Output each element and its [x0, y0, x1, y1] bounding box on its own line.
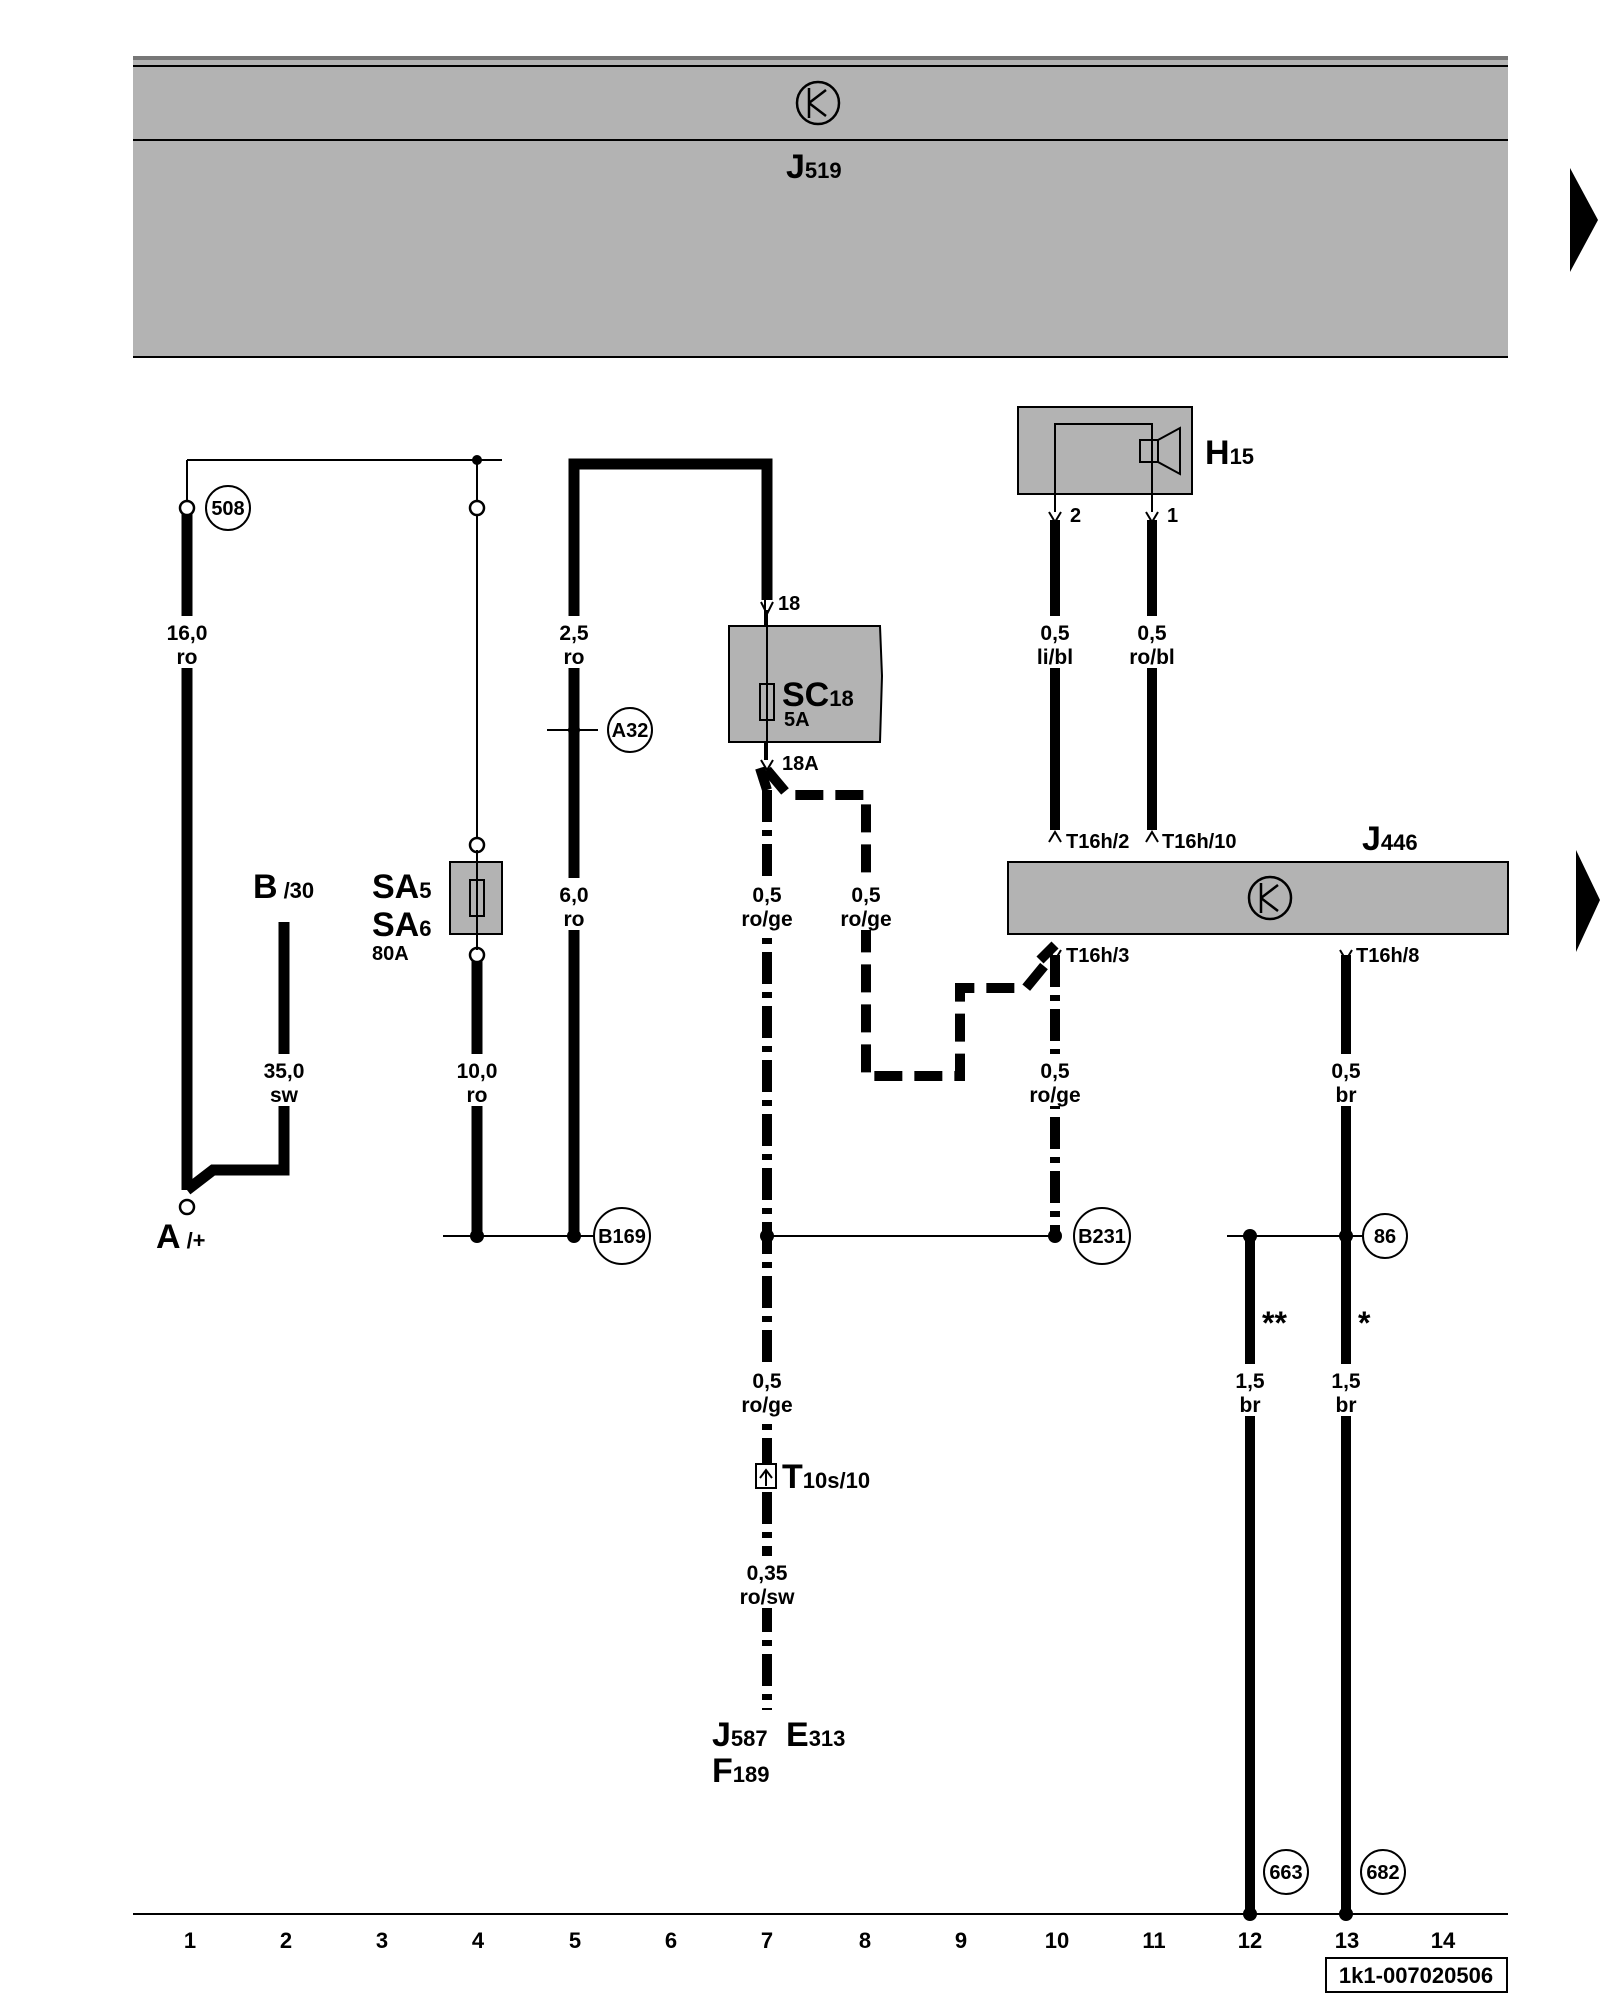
marker-double-star: ** — [1262, 1305, 1287, 1341]
j446-pin: T16h/8 — [1356, 945, 1419, 967]
sc18-fuse-box[interactable]: SC18 5A 18 18A — [728, 593, 884, 775]
wire-size: 0,5 — [1331, 1060, 1361, 1083]
j446-label: J446 — [1362, 820, 1418, 858]
target-f189: F189 — [712, 1752, 770, 1790]
sc18-pin-in: 18 — [778, 593, 800, 615]
wire-color: ro — [564, 908, 585, 931]
column-number: 4 — [472, 1928, 485, 1953]
sa6-label: SA6 — [372, 906, 431, 944]
wire-size: 0,5 — [1137, 622, 1167, 645]
wire-color: ro/ge — [741, 1394, 792, 1417]
wire-size: 10,0 — [457, 1060, 498, 1083]
wire-color: ro — [177, 646, 198, 669]
sc18-pin-out: 18A — [782, 753, 819, 775]
wire-color: ro/bl — [1129, 646, 1175, 669]
h15-label: H15 — [1205, 434, 1254, 472]
sc18-rating: 5A — [784, 709, 810, 731]
connector-t10s[interactable]: T10s/10 — [755, 1458, 870, 1496]
sa-rating: 80A — [372, 943, 409, 965]
column-numbers: 1 2 3 4 5 6 7 8 9 10 11 12 13 14 — [184, 1928, 1456, 1953]
column-number: 7 — [761, 1928, 773, 1953]
column-number: 14 — [1431, 1928, 1456, 1953]
dashed-wire — [763, 766, 1053, 1081]
column-number: 2 — [280, 1928, 292, 1953]
wire-color: br — [1336, 1394, 1357, 1417]
wire-size: 0,5 — [1040, 622, 1070, 645]
marker-single-star: * — [1358, 1305, 1371, 1341]
column-number: 9 — [955, 1928, 967, 1953]
target-e313: E313 — [786, 1716, 845, 1754]
junction-dots — [470, 455, 1353, 1921]
wire-color: ro/ge — [741, 908, 792, 931]
wire-color: ro/ge — [1029, 1084, 1080, 1107]
wire-size: 0,5 — [752, 1370, 782, 1393]
column-number: 6 — [665, 1928, 677, 1953]
triangle-right-icon[interactable] — [1576, 850, 1600, 952]
ground-point-663: 663 — [1269, 1862, 1302, 1884]
wire-color: ro — [564, 646, 585, 669]
wire-color: ro/sw — [740, 1586, 796, 1609]
wire-size: 2,5 — [559, 622, 589, 645]
doc-id-box: 1k1-007020506 — [1325, 1957, 1508, 1993]
sa5-label: SA5 — [372, 868, 431, 906]
wire-color: sw — [270, 1084, 299, 1107]
column-number: 3 — [376, 1928, 388, 1953]
wire-size: 35,0 — [264, 1060, 305, 1083]
ground-points: 508 A32 B169 B231 86 663 682 — [205, 485, 1408, 1895]
control-unit-icon — [1247, 875, 1293, 921]
ground-point-b231: B231 — [1078, 1226, 1126, 1248]
j446-pin: T16h/2 — [1066, 831, 1129, 853]
column-number: 10 — [1045, 1928, 1069, 1953]
j446-pin: T16h/3 — [1066, 945, 1129, 967]
j519-label: J519 — [786, 148, 842, 186]
ground-point-682: 682 — [1366, 1862, 1399, 1884]
wire-size: 0,5 — [851, 884, 881, 907]
battery-b-label: B/30 — [253, 868, 314, 906]
sc18-label: SC18 — [782, 676, 854, 714]
ground-point-a32: A32 — [612, 720, 649, 742]
target-j587: J587 — [712, 1716, 768, 1754]
wire-color: br — [1336, 1084, 1357, 1107]
sa5-sa6-fuse[interactable]: SA5 SA6 80A — [372, 850, 503, 965]
column-number: 12 — [1238, 1928, 1262, 1953]
wire-size: 6,0 — [559, 884, 588, 907]
ground-point-508: 508 — [211, 498, 244, 520]
h15-horn[interactable]: H15 2 1 — [1017, 406, 1254, 527]
wire-labels: 16,0 ro 35,0 sw 10,0 ro 2,5 ro 6,0 ro 0,… — [162, 616, 1371, 1609]
wire-color: ro/ge — [840, 908, 891, 931]
column-number: 1 — [184, 1928, 196, 1953]
pin-arrows — [760, 511, 1353, 962]
wire-size: 0,5 — [752, 884, 782, 907]
triangle-right-icon[interactable] — [1570, 168, 1598, 272]
doc-id: 1k1-007020506 — [1339, 1963, 1493, 1988]
j519-header-band: J519 — [133, 56, 1508, 358]
column-number: 5 — [569, 1928, 581, 1953]
column-number: 13 — [1335, 1928, 1359, 1953]
wire-size: 0,35 — [747, 1562, 788, 1585]
j446-control-unit[interactable]: J446 T16h/2 T16h/10 T16h/3 T16h/8 — [1007, 820, 1509, 967]
wire-size: 16,0 — [167, 622, 208, 645]
wire-size: 0,5 — [1040, 1060, 1070, 1083]
speaker-icon — [1139, 426, 1181, 476]
battery-a-label: A/+ — [156, 1218, 206, 1256]
wire-size: 1,5 — [1331, 1370, 1361, 1393]
wire-size: 1,5 — [1235, 1370, 1265, 1393]
ground-point-b169: B169 — [598, 1226, 646, 1248]
wire-color: li/bl — [1037, 646, 1073, 669]
open-terminals — [178, 499, 486, 1216]
column-number: 8 — [859, 1928, 871, 1953]
wire-color: ro — [467, 1084, 488, 1107]
j446-pin: T16h/10 — [1162, 831, 1236, 853]
h15-pin-1: 1 — [1167, 505, 1178, 527]
t10s-label: T10s/10 — [782, 1458, 870, 1496]
column-number: 11 — [1142, 1928, 1165, 1953]
control-unit-icon — [795, 80, 841, 126]
wire-color: br — [1240, 1394, 1261, 1417]
ground-point-86: 86 — [1374, 1226, 1396, 1248]
h15-pin-2: 2 — [1070, 505, 1081, 527]
